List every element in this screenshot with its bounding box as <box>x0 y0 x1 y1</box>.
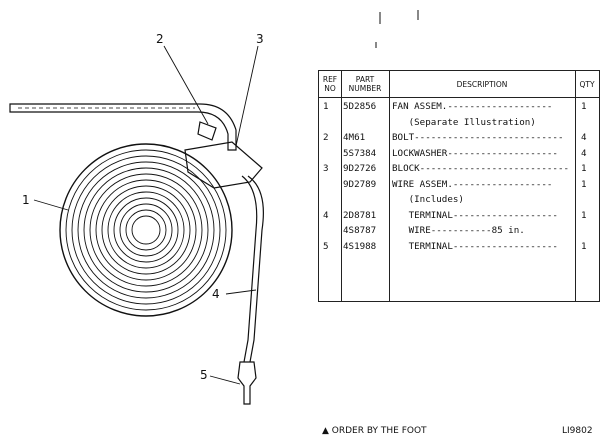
row-part-number: 4M61 <box>343 132 366 143</box>
terminal-block <box>184 141 263 189</box>
coil-ring <box>101 185 191 275</box>
callout-3: 3 <box>256 32 264 46</box>
row-description: FAN ASSEM.------------------- <box>392 101 553 112</box>
coil-ring <box>59 143 233 317</box>
header-description: DESCRIPTION <box>389 71 575 98</box>
callout-5: 5 <box>200 368 208 382</box>
row-ref: 4 <box>323 209 329 221</box>
coil-ring <box>77 161 215 299</box>
row-description: BOLT--------------------------- <box>392 132 564 143</box>
row-part-number: 9D2726 <box>343 163 377 174</box>
row-description: (Separate Illustration) <box>392 116 536 128</box>
coil-ring <box>89 173 203 287</box>
row-ref: 2 <box>323 132 329 143</box>
coil-ring <box>71 155 221 305</box>
element-coil <box>59 143 233 317</box>
callout-1: 1 <box>22 193 30 207</box>
row-part-number: 4S1988 <box>343 240 377 252</box>
row-description: LOCKWASHER-------------------- <box>392 147 558 159</box>
coil-ring <box>113 197 179 263</box>
row-description: (Includes) <box>392 194 464 205</box>
callout-2: 2 <box>156 32 164 46</box>
mounting-bracket <box>9 103 237 151</box>
coil-ring <box>119 203 173 257</box>
row-part-number: 4S8787 <box>343 225 377 236</box>
row-ref: 1 <box>323 101 329 112</box>
row-ref: 5 <box>323 240 329 252</box>
row-qty: 1 <box>581 163 587 174</box>
coil-ring <box>83 167 209 293</box>
coil-ring <box>95 179 197 281</box>
row-qty: 1 <box>581 178 587 190</box>
row-ref: 3 <box>323 163 329 174</box>
coil-ring <box>131 215 161 245</box>
coil-ring <box>65 149 227 311</box>
callout-4: 4 <box>212 287 220 301</box>
row-qty: 1 <box>581 240 587 252</box>
coil-ring <box>125 209 167 251</box>
row-part-number: 5S7384 <box>343 147 377 159</box>
row-part-number: 2D8781 <box>343 209 377 221</box>
footnote: ▲ ORDER BY THE FOOT <box>322 426 427 436</box>
row-qty: 4 <box>581 147 587 159</box>
row-part-number: 9D2789 <box>343 178 377 190</box>
row-qty: 4 <box>581 132 587 143</box>
row-description: TERMINAL------------------- <box>392 209 558 221</box>
header-part-number: PART NUMBER <box>341 71 389 98</box>
row-part-number: 5D2856 <box>343 101 377 112</box>
row-description: BLOCK--------------------------- <box>392 163 570 174</box>
header-qty: QTY <box>575 71 599 98</box>
header-ref: REF NO <box>319 71 341 98</box>
coil-ring <box>107 191 185 269</box>
row-description: WIRE ASSEM.------------------ <box>392 178 553 190</box>
drawing-number: LI9802 <box>562 426 593 436</box>
row-description: WIRE-----------85 in. <box>392 225 525 236</box>
row-description: TERMINAL------------------- <box>392 240 558 252</box>
row-qty: 1 <box>581 209 587 221</box>
wire-lead <box>247 175 264 363</box>
wire-terminal <box>237 361 257 405</box>
row-qty: 1 <box>581 101 587 112</box>
parts-list-table: REF NO PART NUMBER DESCRIPTION QTY 1 5D28… <box>318 70 600 302</box>
